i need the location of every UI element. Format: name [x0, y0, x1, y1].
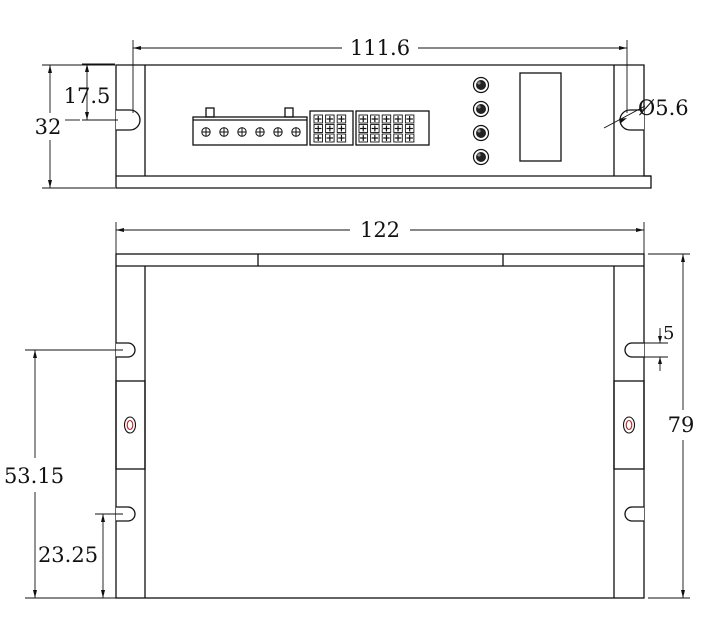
- dim-front-width-label: 111.6: [350, 36, 410, 60]
- connector-15pin: [355, 110, 430, 146]
- right-screw: [622, 416, 636, 434]
- dim-top-width-label: 122: [360, 218, 400, 242]
- connector-pin: [393, 124, 403, 133]
- indicator-group: [472, 76, 490, 166]
- connector-pin: [358, 124, 368, 133]
- top-left-slot-upper: [116, 342, 136, 358]
- dim-top-height: 79: [648, 253, 695, 599]
- connector-9pin: [309, 110, 354, 146]
- dim-front-height: 32: [35, 64, 115, 189]
- connector-pin: [358, 114, 368, 124]
- connector-pin: [393, 133, 403, 143]
- indicator-led: [472, 124, 490, 142]
- connector-pin: [404, 124, 415, 133]
- left-bracket: [115, 380, 146, 470]
- connector-pin: [404, 133, 415, 143]
- connector-pin: [325, 124, 335, 133]
- dim-slot-width-label: 5: [663, 323, 674, 344]
- connector-pin: [336, 114, 347, 124]
- connector-pin: [336, 124, 347, 133]
- terminal-pin: [255, 127, 265, 137]
- left-screw: [123, 416, 137, 434]
- connector-pin: [358, 133, 368, 143]
- terminal-block: [192, 107, 308, 146]
- top-left-slot-lower: [116, 506, 136, 522]
- connector-pin: [381, 133, 392, 143]
- dim-top-width: 122: [115, 218, 645, 254]
- connector-pin: [370, 124, 380, 133]
- front-view: 111.6 17.5 32 Ø5.6: [35, 36, 689, 189]
- dim-mount-lower: 23.25: [38, 513, 123, 598]
- dim-front-width: 111.6: [132, 36, 628, 113]
- terminal-pin: [273, 127, 283, 137]
- indicator-led: [472, 76, 490, 94]
- dim-mount-upper: 53.15: [4, 349, 123, 599]
- connector-pin: [313, 114, 323, 124]
- terminal-pin: [291, 127, 301, 137]
- indicator-led: [472, 100, 490, 118]
- terminal-pin: [219, 127, 229, 137]
- connector-pin: [381, 124, 392, 133]
- connector-pin: [325, 114, 335, 124]
- dim-slot-center-label: 17.5: [64, 84, 111, 108]
- dim-slot-width: 5: [640, 323, 674, 371]
- connector-pin: [313, 124, 323, 133]
- connector-pin: [370, 133, 380, 143]
- front-outline: [115, 64, 652, 189]
- top-right-slot-lower: [624, 506, 644, 522]
- dim-mount-upper-label: 53.15: [4, 464, 64, 488]
- top-view: 122 79 5: [4, 218, 695, 599]
- top-outline: [115, 253, 645, 599]
- indicator-led: [472, 148, 490, 166]
- dim-hole-label: Ø5.6: [638, 96, 689, 120]
- top-right-slot-upper: [624, 342, 644, 358]
- connector-pin: [336, 133, 347, 143]
- connector-pin: [313, 133, 323, 143]
- terminal-pin: [237, 127, 247, 137]
- display-window: [519, 72, 562, 162]
- connector-pin: [325, 133, 335, 143]
- right-bracket: [613, 380, 645, 470]
- connector-pin: [381, 114, 392, 124]
- dim-slot-center: 17.5: [64, 63, 118, 121]
- connector-pin: [370, 114, 380, 124]
- front-left-slot: [116, 109, 141, 131]
- connector-pin: [404, 114, 415, 124]
- connector-pin: [393, 114, 403, 124]
- dim-mount-lower-label: 23.25: [38, 543, 98, 567]
- dim-front-height-label: 32: [35, 115, 62, 139]
- dim-hole: Ø5.6: [603, 96, 689, 129]
- terminal-pin: [201, 127, 211, 137]
- dim-top-height-label: 79: [668, 413, 695, 437]
